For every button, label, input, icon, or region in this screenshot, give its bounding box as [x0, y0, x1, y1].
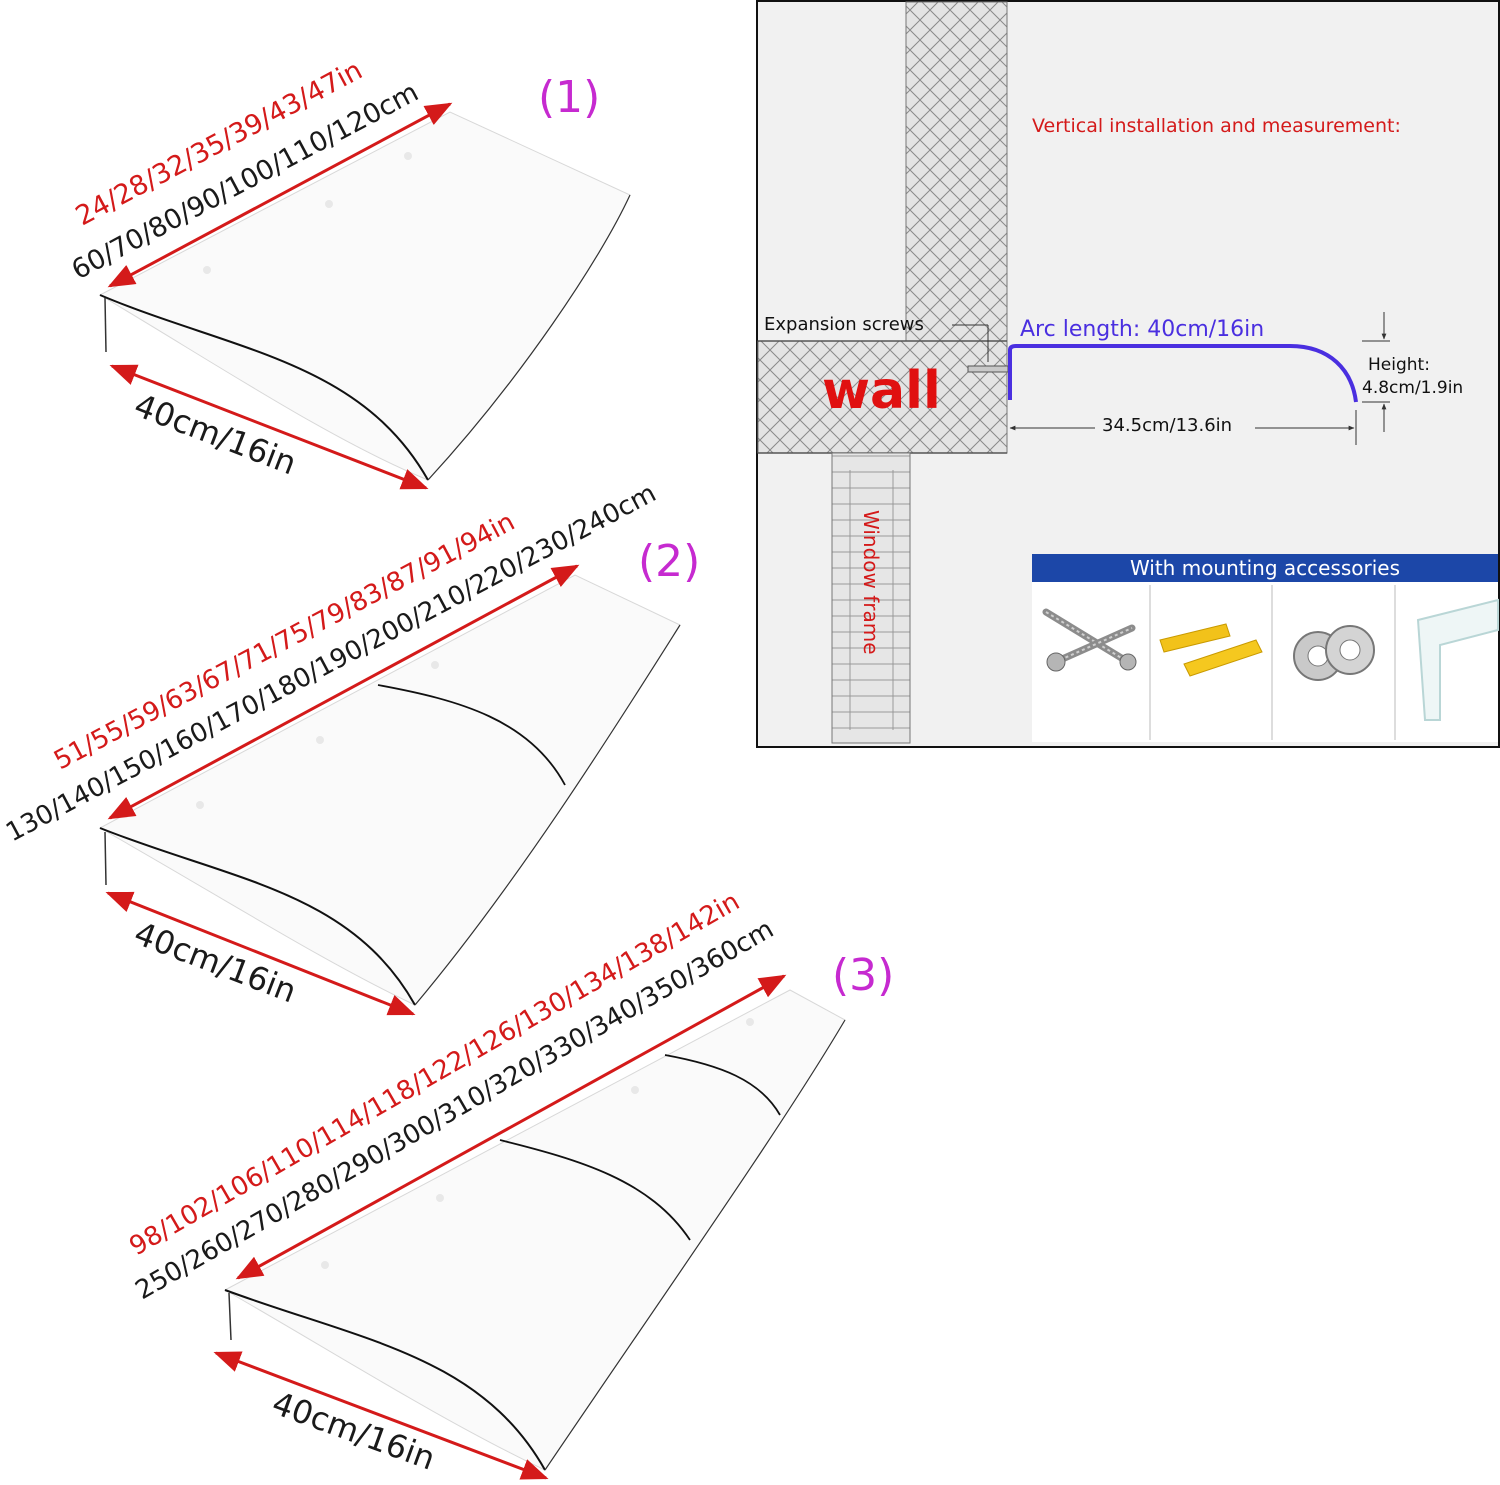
installation-panel: Vertical installation and measurement: w…	[756, 0, 1500, 748]
accessories-banner	[1032, 554, 1498, 582]
canopy-2-length-arrow	[107, 564, 580, 820]
accessories-banner-text: With mounting accessories	[1130, 556, 1400, 580]
wall-label: wall	[822, 361, 941, 421]
horizontal-distance-label: 34.5cm/13.6in	[1102, 415, 1232, 436]
plastic-wall-anchors-icon	[1159, 623, 1263, 677]
canopy-1: 24/28/32/35/39/43/47in 60/70/80/90/100/1…	[67, 55, 631, 490]
installation-title: Vertical installation and measurement:	[1032, 115, 1401, 137]
canopy-3-depth-arrow	[213, 1351, 549, 1480]
canopy-3-length-arrow	[235, 974, 787, 1280]
window-frame-label: Window frame	[859, 510, 883, 655]
upper-wall	[905, 1, 1008, 343]
height-label: Height:	[1368, 355, 1430, 375]
canopy-1-depth-arrow	[109, 364, 429, 490]
height-value: 4.8cm/1.9in	[1362, 378, 1463, 398]
canopy-1-number: (1)	[538, 72, 600, 123]
acrylic-end-cap-icon	[1416, 598, 1499, 721]
canopy-2-number: (2)	[638, 536, 700, 587]
expansion-screws-label: Expansion screws	[764, 314, 924, 335]
self-drilling-screws-icon	[1042, 608, 1137, 672]
screw-icon	[967, 365, 1009, 373]
metal-washers-icon	[1293, 625, 1375, 681]
wall-block	[757, 340, 1008, 454]
canopy-profile	[1008, 344, 1358, 403]
canopy-1-length-arrow	[107, 102, 453, 288]
canopy-3-number: (3)	[832, 950, 894, 1001]
canopy-2: 51/55/59/63/67/71/75/79/83/87/91/94in 13…	[1, 478, 700, 1016]
arc-length-label: Arc length: 40cm/16in	[1020, 317, 1264, 342]
window-frame	[831, 452, 911, 744]
